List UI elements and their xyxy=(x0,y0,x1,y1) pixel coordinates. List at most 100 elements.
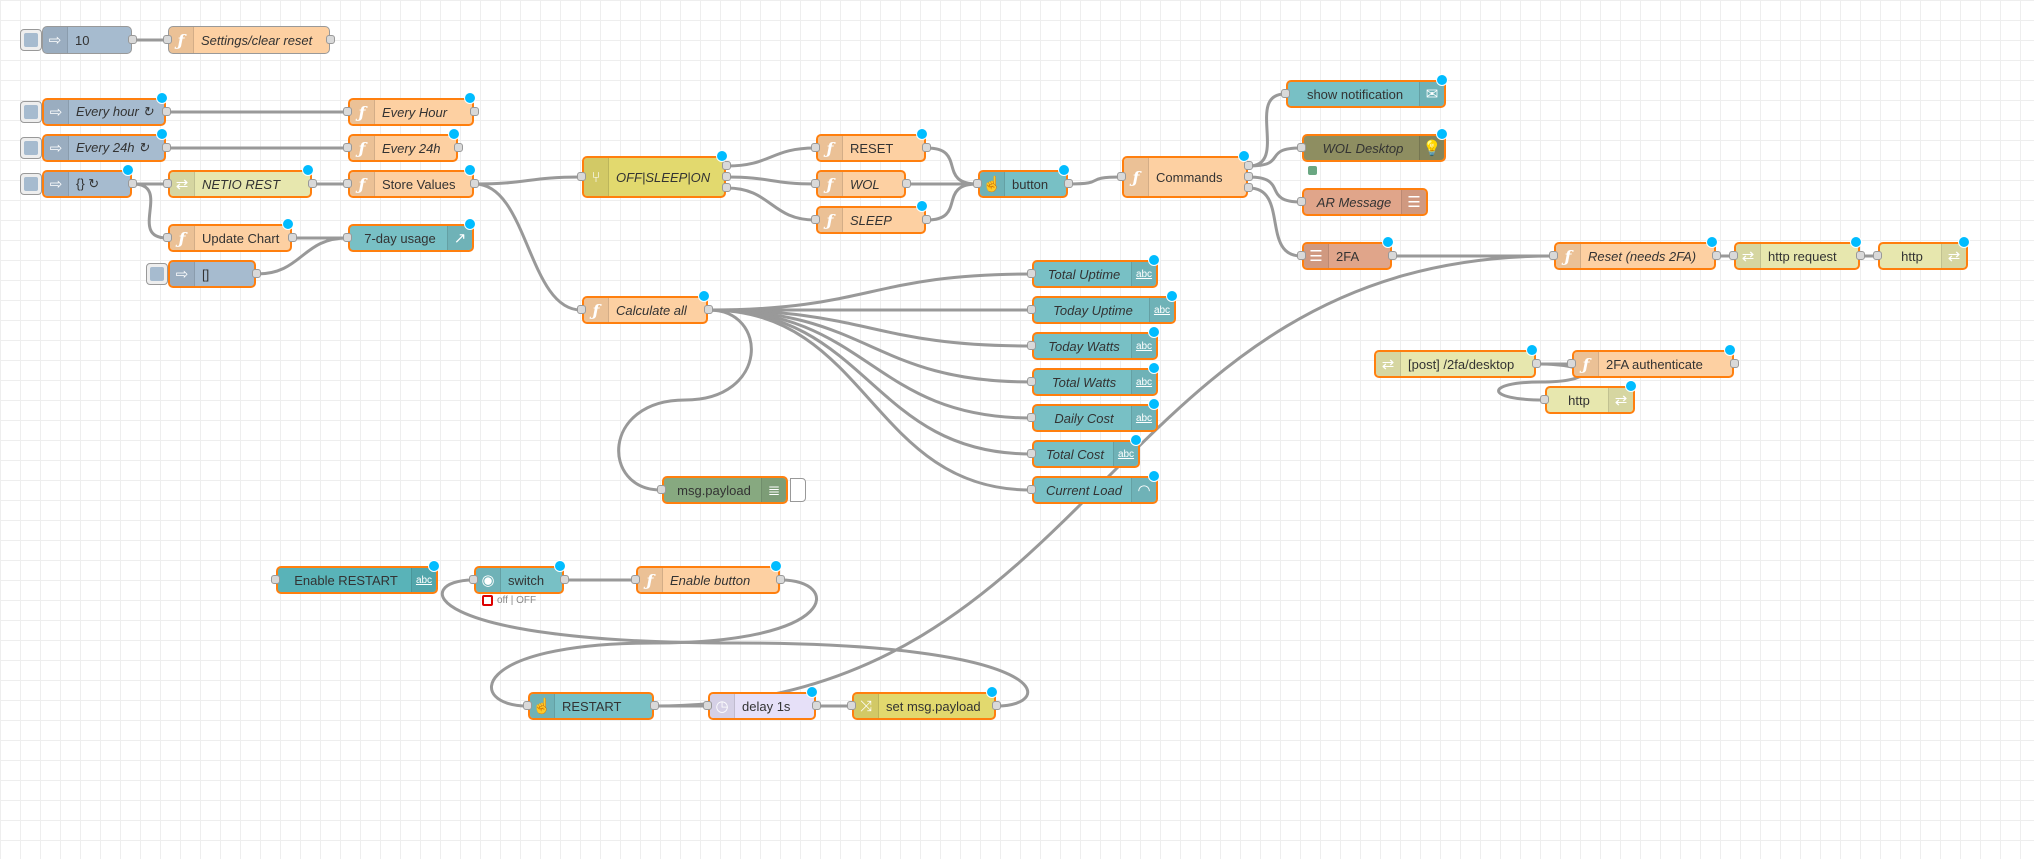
node-current-load[interactable]: ◠Current Load xyxy=(1032,476,1158,504)
input-port[interactable] xyxy=(343,107,352,116)
output-port[interactable] xyxy=(722,183,731,192)
node-restart[interactable]: ☝RESTART xyxy=(528,692,654,720)
wire-reset-to-button[interactable] xyxy=(926,146,978,186)
node-off-sleep-on[interactable]: ⑂OFF|SLEEP|ON xyxy=(582,156,726,198)
wire-commands-to-two-fa[interactable] xyxy=(1248,186,1302,258)
input-port[interactable] xyxy=(1027,269,1036,278)
output-port[interactable] xyxy=(1244,183,1253,192)
input-port[interactable] xyxy=(1027,377,1036,386)
output-port[interactable] xyxy=(162,107,171,116)
input-port[interactable] xyxy=(1281,89,1290,98)
input-port[interactable] xyxy=(1567,359,1576,368)
input-port[interactable] xyxy=(847,701,856,710)
wire-calc-all-to-total-cost[interactable] xyxy=(708,308,1032,456)
input-port[interactable] xyxy=(811,179,820,188)
output-port[interactable] xyxy=(922,143,931,152)
node-http-out[interactable]: ⇄http xyxy=(1878,242,1968,270)
output-port[interactable] xyxy=(1532,359,1541,368)
input-port[interactable] xyxy=(1297,143,1306,152)
wire-obj-inj-to-update-chart[interactable] xyxy=(132,182,168,240)
input-port[interactable] xyxy=(657,485,666,494)
wire-calc-all-to-daily-cost[interactable] xyxy=(708,308,1032,420)
output-port[interactable] xyxy=(650,701,659,710)
output-port[interactable] xyxy=(1244,161,1253,170)
output-port[interactable] xyxy=(288,233,297,242)
output-port[interactable] xyxy=(722,161,731,170)
node-netio[interactable]: ⇄NETIO REST xyxy=(168,170,312,198)
output-port[interactable] xyxy=(1712,251,1721,260)
output-port[interactable] xyxy=(1730,359,1739,368)
node-inj10[interactable]: ⇨10 xyxy=(42,26,132,54)
output-port[interactable] xyxy=(704,305,713,314)
output-port[interactable] xyxy=(776,575,785,584)
node-every-hour-inj[interactable]: ⇨Every hour ↻ xyxy=(42,98,166,126)
node-chart[interactable]: ↗7-day usage xyxy=(348,224,474,252)
output-port[interactable] xyxy=(922,215,931,224)
node-delay[interactable]: ◷delay 1s xyxy=(708,692,816,720)
node-every24inj[interactable]: ⇨Every 24h ↻ xyxy=(42,134,166,162)
input-port[interactable] xyxy=(1729,251,1738,260)
node-two-fa[interactable]: ☰2FA xyxy=(1302,242,1392,270)
wire-off-sleep-on-to-reset[interactable] xyxy=(726,146,816,168)
node-http-request[interactable]: ⇄http request xyxy=(1734,242,1860,270)
wire-button-to-commands[interactable] xyxy=(1068,175,1122,186)
input-port[interactable] xyxy=(271,575,280,584)
output-port[interactable] xyxy=(560,575,569,584)
wire-calc-all-to-total-watts[interactable] xyxy=(708,308,1032,384)
output-port[interactable] xyxy=(1856,251,1865,260)
input-port[interactable] xyxy=(811,215,820,224)
wire-store-to-calc-all[interactable] xyxy=(474,182,582,312)
node-button[interactable]: ☝button xyxy=(978,170,1068,198)
input-port[interactable] xyxy=(1027,413,1036,422)
inject-trigger-button[interactable] xyxy=(20,101,42,123)
node-ar-message[interactable]: ☰AR Message xyxy=(1302,188,1428,216)
input-port[interactable] xyxy=(1027,485,1036,494)
input-port[interactable] xyxy=(1873,251,1882,260)
output-port[interactable] xyxy=(128,179,137,188)
node-switch-node[interactable]: ◉switch xyxy=(474,566,564,594)
input-port[interactable] xyxy=(163,233,172,242)
inject-trigger-button[interactable] xyxy=(20,137,42,159)
output-port[interactable] xyxy=(722,172,731,181)
wire-store-to-off-sleep-on[interactable] xyxy=(474,175,582,186)
input-port[interactable] xyxy=(811,143,820,152)
wire-sleep-to-button[interactable] xyxy=(926,182,978,222)
debug-toggle-button[interactable] xyxy=(790,478,806,502)
output-port[interactable] xyxy=(1244,172,1253,181)
output-port[interactable] xyxy=(470,179,479,188)
output-port[interactable] xyxy=(326,35,335,44)
input-port[interactable] xyxy=(343,233,352,242)
wire-off-sleep-on-to-sleep[interactable] xyxy=(726,186,816,222)
wire-off-sleep-on-to-wol[interactable] xyxy=(726,175,816,186)
node-show-notif[interactable]: ✉show notification xyxy=(1286,80,1446,108)
output-port[interactable] xyxy=(162,143,171,152)
output-port[interactable] xyxy=(902,179,911,188)
input-port[interactable] xyxy=(631,575,640,584)
input-port[interactable] xyxy=(523,701,532,710)
inject-trigger-button[interactable] xyxy=(146,263,168,285)
wire-set-msg-payload-to-switch-node[interactable] xyxy=(440,578,1030,708)
output-port[interactable] xyxy=(1388,251,1397,260)
wire-calc-all-to-current-load[interactable] xyxy=(708,308,1032,492)
node-wol-desktop[interactable]: 💡WOL Desktop xyxy=(1302,134,1446,162)
input-port[interactable] xyxy=(703,701,712,710)
input-port[interactable] xyxy=(163,179,172,188)
input-port[interactable] xyxy=(1540,395,1549,404)
output-port[interactable] xyxy=(252,269,261,278)
